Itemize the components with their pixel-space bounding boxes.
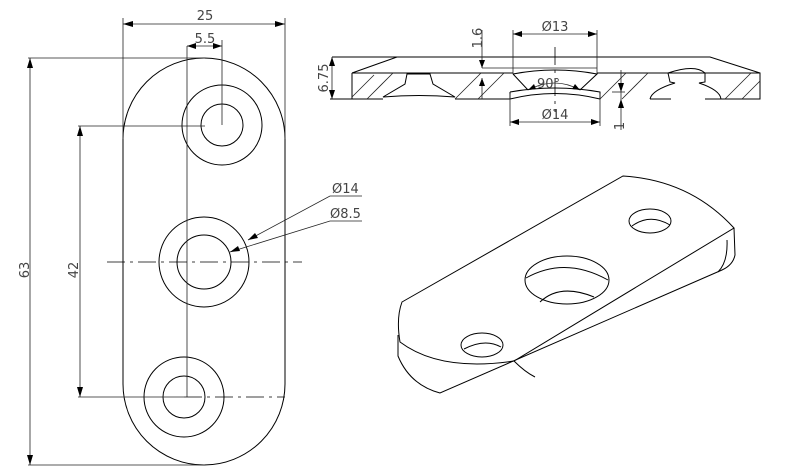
dim-step: 1 [613,122,628,130]
dim-outer-diameter: Ø14 [332,182,359,197]
dim-length: 63 [18,262,33,279]
dim-bottom-diameter: Ø14 [542,108,569,123]
section-view: 6.75 1.6 Ø13 Ø14 90° 1 [317,20,761,130]
dim-offset: 5.5 [195,32,216,47]
dim-top-diameter: Ø13 [542,20,569,35]
dim-hole-spacing: 42 [67,262,82,279]
isometric-view [397,175,736,394]
top-view: 25 5.5 63 42 Ø14 Ø8.5 [18,9,362,466]
dim-angle: 90° [537,77,560,92]
dim-depth: 1.6 [471,28,486,49]
dim-thickness: 6.75 [317,64,332,93]
dim-width: 25 [197,9,214,24]
dim-inner-diameter: Ø8.5 [330,207,361,222]
plate-outline [122,57,286,466]
